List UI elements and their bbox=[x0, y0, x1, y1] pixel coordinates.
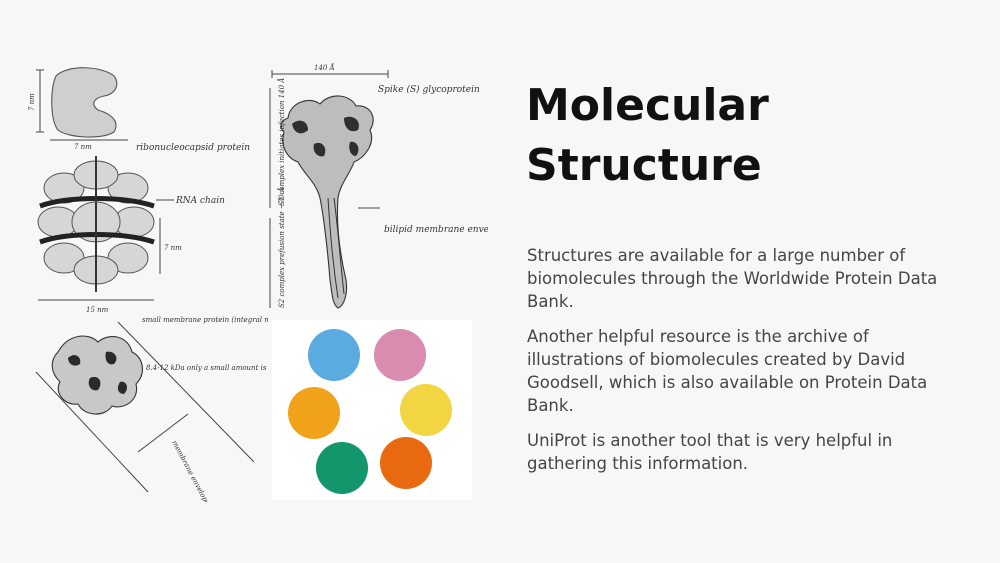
green-circle bbox=[316, 442, 368, 494]
pink-circle bbox=[374, 329, 426, 381]
nucleocapsid-protein-label: ribonucleocapsid protein bbox=[136, 143, 250, 153]
slide-title-line-1: Molecular bbox=[526, 80, 769, 131]
spike-label: Spike (S) glycoprotein bbox=[378, 84, 480, 95]
spike-dim-top-label: 140 Å bbox=[314, 63, 335, 72]
membrane-protein-sketch: small membrane protein (integral membran… bbox=[35, 316, 268, 502]
yellow-circle bbox=[400, 384, 452, 436]
dim-top-label: 7 nm bbox=[74, 143, 92, 151]
membrane-protein-label: small membrane protein (integral membran… bbox=[142, 316, 268, 324]
s2-complex-label: S2 complex prefusion state ~70 Å bbox=[277, 187, 286, 308]
dim-side-label: 7 nm bbox=[28, 93, 36, 111]
paragraph-goodsell: Another helpful resource is the archive … bbox=[527, 327, 928, 415]
rna-chain-label: RNA chain bbox=[175, 196, 225, 206]
color-swatches bbox=[272, 320, 472, 500]
slide-title: Molecular Structure bbox=[526, 76, 966, 196]
spike-membrane-label: bilipid membrane envelope bbox=[384, 225, 488, 235]
slide-body: Structures are available for a large num… bbox=[527, 244, 967, 487]
blue-circle bbox=[308, 329, 360, 381]
orange-circle bbox=[380, 437, 432, 489]
paragraph-wwpdb: Structures are available for a large num… bbox=[527, 246, 938, 311]
paragraph-uniprot: UniProt is another tool that is very hel… bbox=[527, 431, 893, 473]
amber-circle bbox=[288, 387, 340, 439]
nucleocapsid-sketch: 7 nm 7 nm ribonucleocapsid protein RNA c… bbox=[28, 67, 250, 314]
spike-sketch: 140 Å Spike (S) glycoprotein S1 complex … bbox=[269, 63, 488, 309]
dim-right-label: 7 nm bbox=[164, 244, 182, 252]
membrane-protein-note: 8.4-12 kDa only a small amount is presen… bbox=[146, 364, 268, 372]
slide-title-line-2: Structure bbox=[526, 140, 762, 191]
dim-bottom-label: 15 nm bbox=[86, 306, 109, 314]
membrane-envelope-label: membrane envelope bbox=[170, 439, 211, 502]
s1-complex-label: S1 complex initiates infection 140 Å bbox=[277, 78, 286, 206]
